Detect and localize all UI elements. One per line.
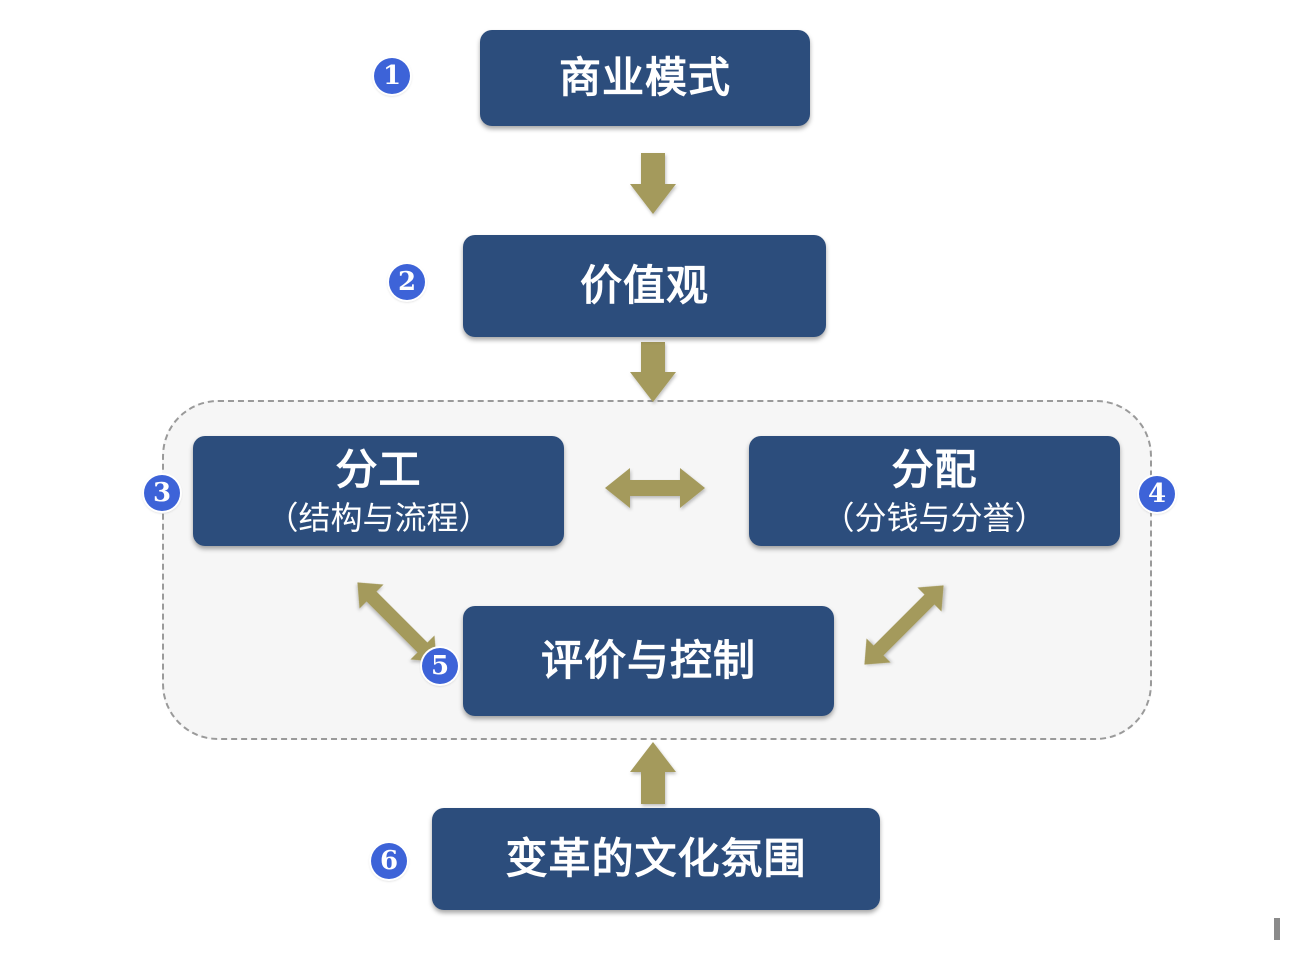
node-distribution-sublabel: （分钱与分誉） — [822, 498, 1047, 537]
node-values: 价值观 — [463, 235, 826, 337]
badge-5: 5 — [422, 648, 458, 684]
node-culture: 变革的文化氛围 — [432, 808, 880, 910]
node-division-sublabel: （结构与流程） — [266, 498, 491, 537]
arrow-down-values-to-group — [630, 342, 676, 402]
node-distribution-label: 分配 — [891, 445, 978, 495]
badge-3: 3 — [144, 475, 180, 511]
badge-4: 4 — [1139, 476, 1175, 512]
node-division-label: 分工 — [335, 445, 422, 495]
node-division: 分工 （结构与流程） — [193, 436, 564, 546]
badge-6: 6 — [371, 843, 407, 879]
node-values-label: 价值观 — [579, 260, 709, 310]
node-distribution: 分配 （分钱与分誉） — [749, 436, 1120, 546]
arrow-up-culture-to-evaluation — [630, 742, 676, 804]
badge-1: 1 — [374, 58, 410, 94]
node-evaluation: 评价与控制 — [463, 606, 834, 716]
node-culture-label: 变革的文化氛围 — [505, 833, 807, 883]
badge-2: 2 — [389, 264, 425, 300]
node-business-model-label: 商业模式 — [558, 52, 731, 102]
edge-mark — [1274, 918, 1280, 940]
node-business-model: 商业模式 — [480, 30, 810, 126]
node-evaluation-label: 评价与控制 — [540, 635, 756, 685]
arrow-down-business-to-values — [630, 153, 676, 214]
